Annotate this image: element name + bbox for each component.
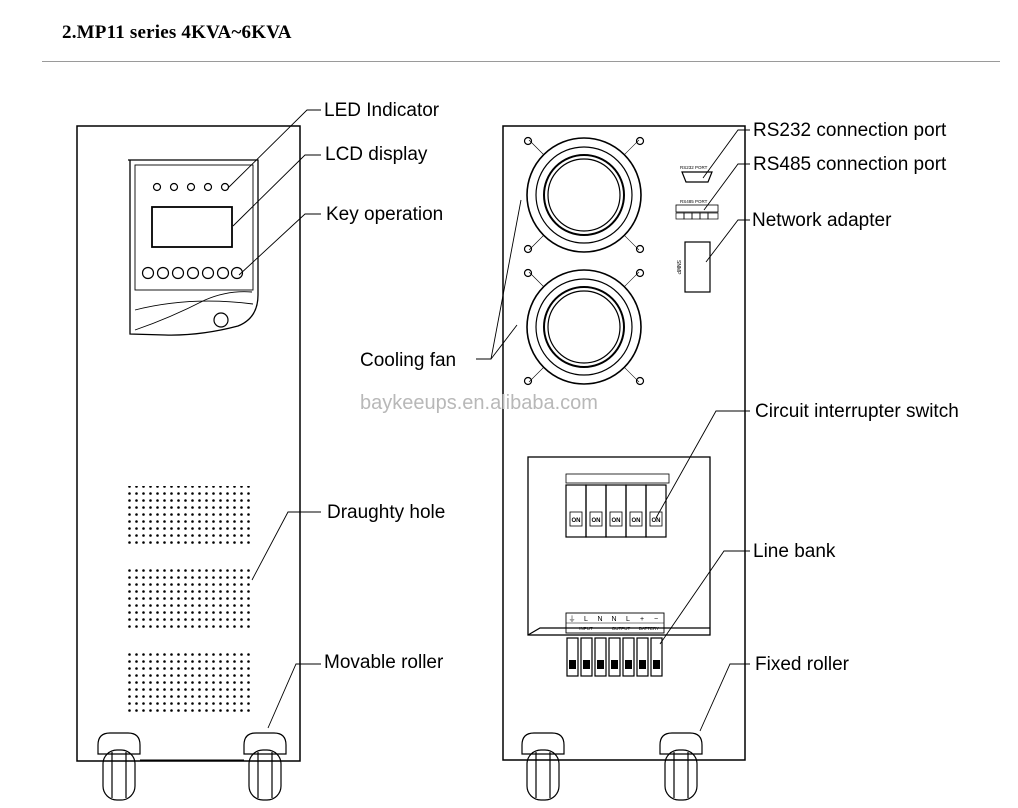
label-led-indicator: LED Indicator xyxy=(324,100,440,121)
title-divider xyxy=(42,61,1000,62)
label-rs485-port: RS485 connection port xyxy=(753,154,947,175)
label-draughty-hole: Draughty hole xyxy=(327,502,446,523)
label-cooling-fan: Cooling fan xyxy=(360,350,457,371)
cooling-fan-bottom xyxy=(523,268,645,386)
front-unit xyxy=(76,125,301,801)
key-operation-buttons xyxy=(141,266,244,280)
breaker-1-state: ON xyxy=(572,518,581,524)
label-line-bank: Line bank xyxy=(753,541,836,562)
callout-leaders xyxy=(227,109,750,732)
rs232-port-tag: RS232 PORT xyxy=(680,165,708,170)
movable-roller-left xyxy=(97,732,141,801)
terminal-5-symbol: L xyxy=(626,616,630,623)
terminal-3-symbol: N xyxy=(597,616,602,623)
label-rs232-port: RS232 connection port xyxy=(753,120,947,141)
terminal-output-tag: OUTPUT xyxy=(612,626,631,631)
back-unit xyxy=(502,125,746,801)
label-fixed-roller: Fixed roller xyxy=(755,654,849,675)
terminal-2-symbol: L xyxy=(584,616,588,623)
label-key-operation: Key operation xyxy=(326,204,444,225)
label-lcd-display: LCD display xyxy=(325,144,428,165)
breaker-5-state: ON xyxy=(652,518,661,524)
circuit-breakers xyxy=(565,484,667,538)
terminal-7-symbol: − xyxy=(654,616,658,623)
switch-terminal-box xyxy=(527,456,711,677)
movable-roller-right xyxy=(243,732,287,801)
terminal-battery-tag: BATTERY xyxy=(639,626,659,631)
breaker-4-state: ON xyxy=(632,518,641,524)
rs485-port-tag: RS485 PORT xyxy=(680,199,708,204)
terminal-input-tag: INPUT xyxy=(579,626,593,631)
fixed-roller-left xyxy=(521,732,565,801)
watermark: baykeeups.en.alibaba.com xyxy=(360,392,598,414)
label-circuit-interrupter-switch: Circuit interrupter switch xyxy=(755,401,959,422)
network-adapter-slot xyxy=(684,241,711,293)
snmp-tag: SNMP xyxy=(675,260,681,275)
terminal-6-symbol: + xyxy=(640,616,644,623)
label-network-adapter: Network adapter xyxy=(752,210,892,231)
fixed-roller-right xyxy=(659,732,703,801)
breaker-2-state: ON xyxy=(592,518,601,524)
lcd-display-icon xyxy=(151,206,233,248)
rs485-port-icon xyxy=(675,204,719,220)
rs232-port-icon xyxy=(681,171,713,183)
label-movable-roller: Movable roller xyxy=(324,652,444,673)
line-bank-terminals xyxy=(565,612,665,677)
front-control-panel xyxy=(128,159,259,336)
breaker-3-state: ON xyxy=(612,518,621,524)
terminal-1-symbol: ⏚ xyxy=(569,615,576,623)
page-title: 2.MP11 series 4KVA~6KVA xyxy=(62,22,292,43)
draughty-hole-grilles xyxy=(127,486,253,714)
power-button-icon xyxy=(213,312,229,328)
cooling-fan-top xyxy=(523,136,645,254)
terminal-4-symbol: N xyxy=(611,616,616,623)
led-indicator-icon xyxy=(152,182,230,192)
